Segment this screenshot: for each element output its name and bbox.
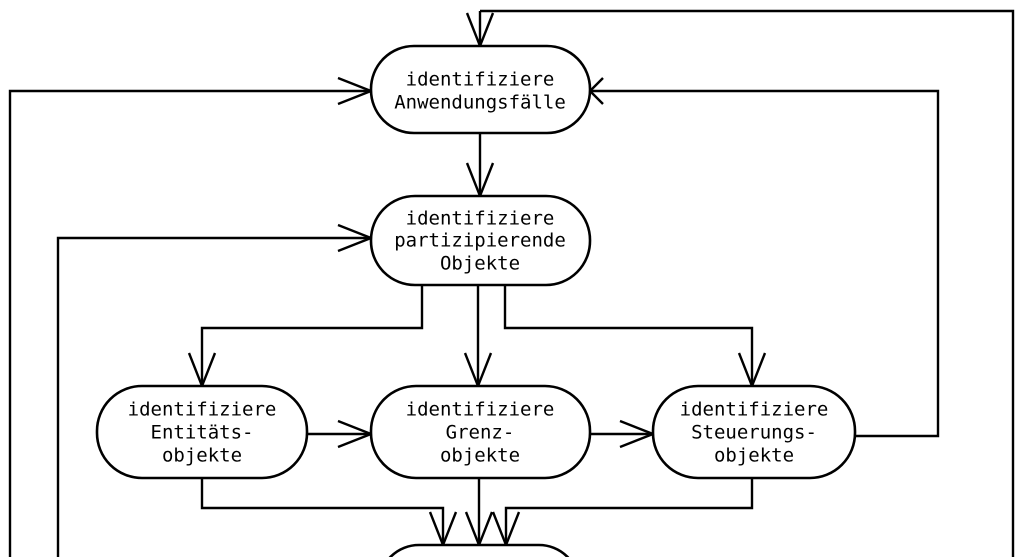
arrowhead-into-anwendungsfaelle-top [465, 11, 495, 50]
node-partizipierende-objekte-line2: partizipierende [394, 230, 566, 252]
node-grenzobjekte-line2: Grenz- [446, 422, 515, 444]
node-grenzobjekte-line3: objekte [440, 445, 520, 467]
node-layer: identifiziere Anwendungsfälle identifizi… [95, 44, 857, 557]
node-bottom-node-cropped[interactable] [379, 543, 579, 557]
node-entitaetsobjekte-shape[interactable] [95, 384, 309, 480]
node-entitaetsobjekte-line1: identifiziere [128, 399, 277, 421]
node-partizipierende-objekte-shape[interactable] [369, 194, 592, 287]
edge-partizipierende-to-steuerungs [503, 285, 754, 386]
node-grenzobjekte-shape[interactable] [369, 384, 592, 480]
edge-entitaets-to-bottom [200, 478, 445, 545]
node-steuerungsobjekte-line1: identifiziere [680, 399, 829, 421]
node-entitaetsobjekte-line2: Entitäts- [151, 422, 254, 444]
edge-steuerungs-to-bottom [504, 478, 754, 545]
node-steuerungsobjekte-line3: objekte [714, 445, 794, 467]
node-entitaetsobjekte-line3: objekte [162, 445, 242, 467]
node-partizipierende-objekte-line1: identifiziere [406, 208, 555, 230]
node-grenzobjekte-line1: identifiziere [406, 399, 555, 421]
node-anwendungsfaelle-line1: identifiziere [406, 69, 555, 91]
node-partizipierende-objekte-line3: Objekte [440, 253, 520, 275]
node-entitaetsobjekte[interactable]: identifiziere Entitäts- objekte [95, 384, 309, 480]
edge-partizipierende-to-entitaets [200, 285, 424, 386]
node-steuerungsobjekte-line2: Steuerungs- [691, 422, 817, 444]
node-anwendungsfaelle[interactable]: identifiziere Anwendungsfälle [369, 44, 592, 135]
node-steuerungsobjekte[interactable]: identifiziere Steuerungs- objekte [651, 384, 857, 480]
edge-outer-right-loop-to-anwendungsfaelle-top [480, 9, 1015, 557]
node-anwendungsfaelle-line2: Anwendungsfälle [394, 92, 566, 114]
node-bottom-node-cropped-shape[interactable] [379, 543, 579, 557]
node-partizipierende-objekte[interactable]: identifiziere partizipierende Objekte [369, 194, 592, 287]
node-anwendungsfaelle-shape[interactable] [369, 44, 592, 135]
edge-inner-left-loop-to-partizipierende-left [56, 236, 371, 557]
node-steuerungsobjekte-shape[interactable] [651, 384, 857, 480]
edge-outer-left-loop-to-anwendungsfaelle-left [8, 89, 371, 557]
edge-steuerungs-feedback-to-anwendungsfaelle [590, 89, 940, 438]
node-grenzobjekte[interactable]: identifiziere Grenz- objekte [369, 384, 592, 480]
